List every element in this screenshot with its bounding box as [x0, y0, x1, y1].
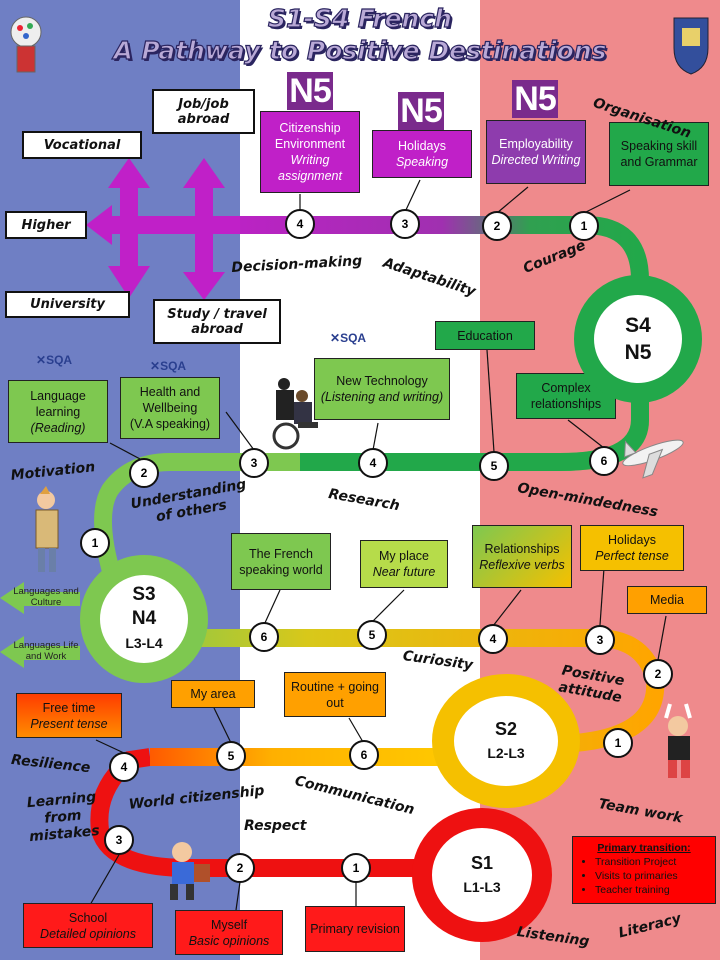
- primary-transition-item: Visits to primaries: [595, 869, 709, 883]
- marker-s3-4: 4: [358, 448, 388, 478]
- marker-s1-2: 2: [225, 853, 255, 883]
- destination-study-travel: Study / travel abroad: [153, 299, 281, 344]
- marker-s3-4b: 4: [478, 624, 508, 654]
- asterix-picture: [664, 703, 692, 778]
- skill-motivation: Motivation: [10, 459, 96, 484]
- primary-transition-list: Transition Project Visits to primaries T…: [579, 855, 709, 897]
- skill-respect: Respect: [244, 818, 307, 834]
- marker-s2-5: 5: [216, 741, 246, 771]
- marker-s4-2: 2: [482, 211, 512, 241]
- topic-relationships-reflexive: Relationships Reflexive verbs: [472, 525, 572, 588]
- topic-employability: Employability Directed Writing: [486, 120, 586, 184]
- topic-routine-going-out: Routine + going out: [284, 672, 386, 717]
- skill-team-work: Team work: [597, 796, 684, 827]
- topic-citizenship-environment: Citizenship Environment Writing assignme…: [260, 111, 360, 193]
- destination-university: University: [5, 291, 130, 318]
- marker-s3-3: 3: [239, 448, 269, 478]
- connector-lines: [89, 179, 667, 911]
- topic-myself: Myself Basic opinions: [175, 910, 283, 955]
- primary-transition-box: Primary transition: Transition Project V…: [572, 836, 716, 904]
- marker-s3-2: 2: [129, 458, 159, 488]
- s3-output-arrows: [0, 582, 80, 668]
- sqa-logo-2: ✕SQA: [36, 353, 73, 367]
- airplane-picture: [622, 439, 684, 479]
- primary-transition-heading: Primary transition:: [597, 842, 691, 854]
- marker-s4-4: 4: [285, 209, 315, 239]
- arrow-label-languages-life-work: Languages Life and Work: [13, 640, 79, 662]
- marker-s2-3: 3: [585, 625, 615, 655]
- stage-s4-circle: S4 N5: [574, 275, 702, 403]
- skill-research: Research: [327, 486, 401, 515]
- sqa-logo-3: ✕SQA: [150, 359, 187, 373]
- primary-transition-item: Transition Project: [595, 855, 709, 869]
- sqa-logo-1: ✕SQA: [330, 331, 367, 345]
- skill-communication: Communication: [293, 773, 416, 819]
- n5-badge-3: N5: [512, 80, 558, 118]
- skill-open-mindedness: Open-mindedness: [516, 480, 660, 521]
- topic-holidays-perfect: Holidays Perfect tense: [580, 525, 684, 571]
- marker-s2-2: 2: [643, 659, 673, 689]
- topic-my-area: My area: [171, 680, 255, 708]
- sqa-icon: ✕: [330, 331, 341, 345]
- marker-s3-1: 1: [80, 528, 110, 558]
- title-line-1: S1-S4 French: [267, 3, 452, 33]
- topic-primary-revision: Primary revision: [305, 906, 405, 952]
- topic-complex-relationships: Complex relationships: [516, 373, 616, 419]
- skill-listening: Listening: [515, 924, 591, 951]
- gumball-logo: [10, 16, 42, 73]
- marker-s4-5: 5: [479, 451, 509, 481]
- marker-s1-1: 1: [341, 853, 371, 883]
- wheelchair-picture: [272, 378, 318, 450]
- tintin-picture: [35, 486, 59, 572]
- topic-media: Media: [627, 586, 707, 614]
- topic-french-speaking-world: The French speaking world: [231, 533, 331, 590]
- destination-arrows: [86, 158, 240, 300]
- title-line-2: A Pathway to Positive Destinations: [113, 35, 607, 65]
- marker-s4-1: 1: [569, 211, 599, 241]
- s3-green-dark: [300, 380, 649, 471]
- marker-s2-4: 4: [109, 752, 139, 782]
- n5-badge-2: N5: [398, 92, 444, 130]
- skill-adaptability: Adaptability: [381, 255, 478, 300]
- marker-s2-1: 1: [603, 728, 633, 758]
- skill-learning-from-mistakes: Learning from mistakes: [26, 789, 101, 846]
- destination-higher: Higher: [5, 211, 87, 239]
- topic-speaking-grammar: Speaking skill and Grammar: [609, 122, 709, 186]
- destination-job-abroad: Job/job abroad: [152, 89, 255, 134]
- schoolboy-picture: [170, 842, 210, 900]
- topic-new-technology: New Technology (Listening and writing): [314, 358, 450, 420]
- school-crest: [673, 17, 709, 75]
- topic-my-place: My place Near future: [360, 540, 448, 588]
- skill-decision-making: Decision-making: [231, 253, 363, 276]
- stage-s3-circle: S3 N4 L3-L4: [80, 555, 208, 683]
- skill-courage: Courage: [521, 237, 588, 277]
- skill-resilience: Resilience: [10, 752, 92, 777]
- stage-s1-circle: S1 L1-L3: [412, 808, 552, 942]
- marker-s3-5: 5: [357, 620, 387, 650]
- destination-vocational: Vocational: [22, 131, 142, 159]
- skill-literacy: Literacy: [617, 910, 683, 942]
- marker-s4-3: 3: [390, 209, 420, 239]
- topic-school: School Detailed opinions: [23, 903, 153, 948]
- skill-curiosity: Curiosity: [401, 648, 474, 674]
- marker-s1-3: 3: [104, 825, 134, 855]
- topic-education: Education: [435, 321, 535, 350]
- topic-holidays-speaking: Holidays Speaking: [372, 130, 472, 178]
- primary-transition-item: Teacher training: [595, 883, 709, 897]
- marker-s2-6: 6: [349, 740, 379, 770]
- topic-language-learning: Language learning (Reading): [8, 380, 108, 443]
- arrow-label-languages-culture: Languages and Culture: [13, 586, 79, 608]
- marker-s4-6: 6: [589, 446, 619, 476]
- sqa-icon: ✕: [150, 359, 161, 373]
- n5-badge-1: N5: [287, 72, 333, 110]
- topic-free-time: Free time Present tense: [16, 693, 122, 738]
- marker-s3-6: 6: [249, 622, 279, 652]
- topic-health-wellbeing: Health and Wellbeing (V.A speaking): [120, 377, 220, 439]
- skill-world-citizenship: World citizenship: [128, 782, 266, 813]
- sqa-icon: ✕: [36, 353, 47, 367]
